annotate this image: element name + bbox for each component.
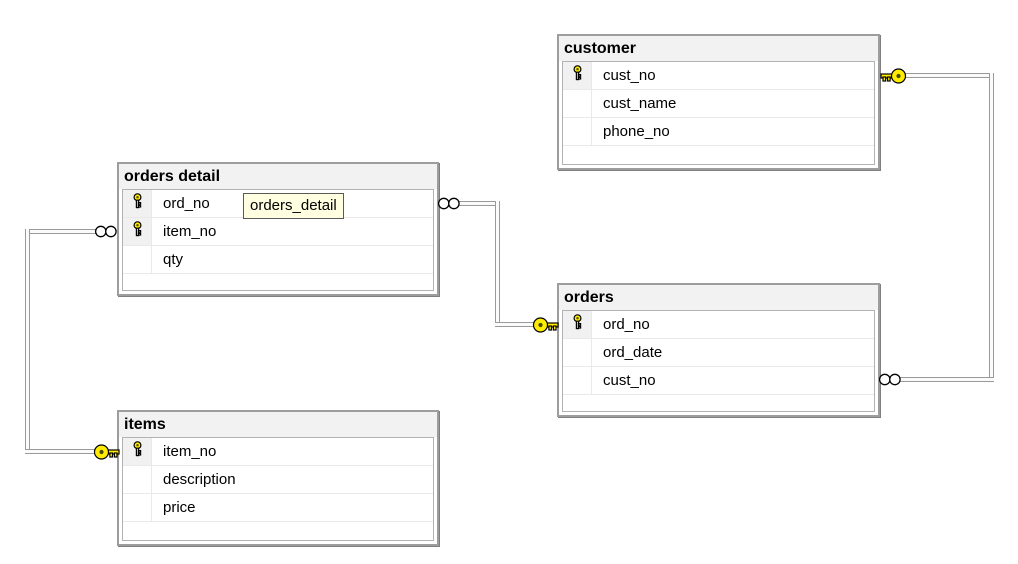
column-row[interactable]: ord_no <box>563 311 874 339</box>
column-row[interactable]: qty <box>123 246 433 274</box>
table-title[interactable]: orders detail <box>119 164 437 189</box>
relationship-line-segment[interactable] <box>25 449 100 454</box>
table-title[interactable]: items <box>119 412 437 437</box>
many-end-infinity-icon <box>437 196 461 211</box>
primary-key-icon <box>132 441 143 462</box>
relationship-line-segment[interactable] <box>495 201 500 327</box>
table-title[interactable]: customer <box>559 36 878 61</box>
table-orders-detail[interactable]: orders detail ord_no item_no qty <box>117 162 439 296</box>
relationship-line-segment[interactable] <box>25 229 30 454</box>
empty-column-row[interactable] <box>123 522 433 540</box>
column-row[interactable]: phone_no <box>563 118 874 146</box>
relationship-line-segment[interactable] <box>989 73 994 382</box>
relationship-line-segment[interactable] <box>25 229 97 234</box>
column-name: item_no <box>163 443 217 460</box>
column-row[interactable]: cust_no <box>563 367 874 395</box>
empty-column-row[interactable] <box>563 146 874 164</box>
many-end-infinity-icon <box>878 372 902 387</box>
column-name: description <box>163 471 236 488</box>
relationship-line-segment[interactable] <box>897 377 994 382</box>
empty-column-row[interactable] <box>563 395 874 411</box>
one-end-key-icon <box>532 316 559 334</box>
many-end-infinity-icon <box>94 224 118 239</box>
table-orders[interactable]: orders ord_no ord_date cust_no <box>557 283 880 417</box>
relationship-line-segment[interactable] <box>495 322 541 327</box>
primary-key-icon <box>132 221 143 242</box>
column-name: cust_no <box>603 67 656 84</box>
column-name: price <box>163 499 196 516</box>
relationship-line-segment[interactable] <box>905 73 994 78</box>
column-grid: cust_no cust_name phone_no <box>562 61 875 165</box>
column-row[interactable]: ord_date <box>563 339 874 367</box>
column-name: qty <box>163 251 184 268</box>
column-name: phone_no <box>603 123 670 140</box>
column-name: ord_no <box>603 316 650 333</box>
table-customer[interactable]: customer cust_no cust_name phone_no <box>557 34 880 170</box>
column-row[interactable]: description <box>123 466 433 494</box>
table-title[interactable]: orders <box>559 285 878 310</box>
column-row[interactable]: cust_no <box>563 62 874 90</box>
table-name-tooltip: orders_detail <box>243 193 344 219</box>
column-name: ord_date <box>603 344 663 361</box>
column-name: item_no <box>163 223 217 240</box>
column-name: cust_name <box>603 95 677 112</box>
column-name: cust_no <box>603 372 656 389</box>
column-grid: item_no description price <box>122 437 434 541</box>
one-end-key-icon <box>880 67 907 85</box>
table-items[interactable]: items item_no description price <box>117 410 439 546</box>
column-row[interactable]: price <box>123 494 433 522</box>
column-row[interactable]: item_no <box>123 438 433 466</box>
primary-key-icon <box>572 314 583 335</box>
column-row[interactable]: cust_name <box>563 90 874 118</box>
empty-column-row[interactable] <box>123 274 433 290</box>
relationship-line-segment[interactable] <box>459 201 500 206</box>
one-end-key-icon <box>93 443 120 461</box>
column-name: ord_no <box>163 195 210 212</box>
primary-key-icon <box>572 65 583 86</box>
column-grid: ord_no ord_date cust_no <box>562 310 875 412</box>
primary-key-icon <box>132 193 143 214</box>
column-row[interactable]: item_no <box>123 218 433 246</box>
